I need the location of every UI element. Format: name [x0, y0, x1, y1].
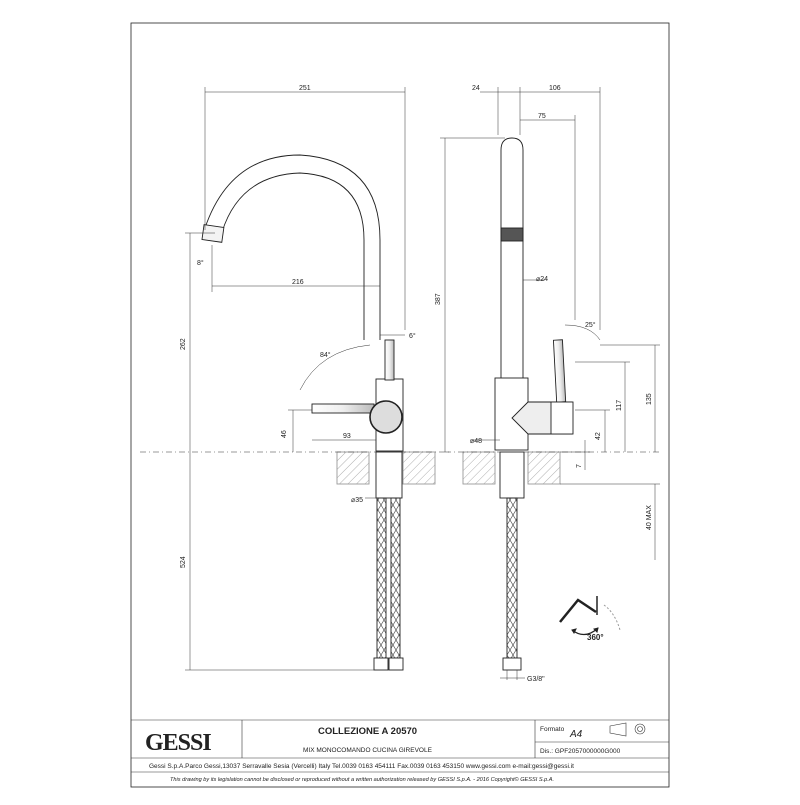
collection-title: COLLEZIONE A 20570	[318, 726, 417, 737]
front-view-dimension-lines	[440, 87, 660, 680]
front-lever-knob	[550, 401, 574, 435]
front-view-dimension-text: 24 106 75 387 ⌀24 25° ⌀48 135 117 42 7 4…	[435, 85, 653, 683]
dim-lever-height: 46	[281, 430, 288, 438]
front-shank	[499, 451, 525, 499]
side-cartridge	[369, 400, 403, 434]
dim-height-135: 135	[646, 393, 653, 405]
legal-notice: This drawing by its legislation cannot b…	[170, 776, 554, 783]
side-lever	[384, 339, 395, 381]
front-spout	[500, 137, 524, 378]
dim-spout-diameter: ⌀24	[536, 276, 548, 283]
front-deck-left	[462, 451, 496, 485]
dim-connection: G3/8"	[527, 676, 545, 683]
rotation-icon	[559, 596, 621, 636]
projection-symbol-icon	[609, 722, 646, 737]
dim-shank-diameter: ⌀35	[351, 497, 363, 504]
rotation-label: 360°	[587, 633, 604, 642]
dim-spout-reach: 216	[292, 279, 304, 286]
front-hose	[506, 497, 518, 659]
side-hose-nut-right	[388, 657, 404, 671]
company-address: Gessi S.p.A.Parco Gessi,13037 Serravalle…	[149, 763, 574, 770]
side-view-dimension-text: 251 216 8° 6° 84° 262 46 93 ⌀35 524	[180, 85, 416, 568]
page-border	[130, 22, 670, 788]
side-view	[201, 154, 436, 671]
dim-offset-left: 24	[472, 85, 480, 92]
dim-overall-reach: 251	[299, 85, 311, 92]
formato-label: Formato	[540, 726, 565, 733]
side-hose-nut-left	[373, 657, 389, 671]
side-hose-left	[376, 497, 387, 659]
dim-lever-angle: 25°	[585, 321, 596, 329]
side-hose-right	[390, 497, 401, 659]
side-deck-right	[402, 451, 436, 485]
dim-spout-angle: 8°	[197, 259, 204, 267]
dim-height-117: 117	[616, 400, 623, 411]
front-lever	[552, 339, 567, 403]
front-deck-right	[527, 451, 561, 485]
dim-lever-reach: 93	[343, 433, 351, 440]
product-description: MIX MONOCOMANDO CUCINA GIREVOLE	[303, 747, 433, 754]
side-lever-horizontal	[311, 403, 375, 414]
dim-total-height: 387	[435, 293, 442, 305]
dim-height-to-spout: 262	[180, 338, 187, 350]
side-shank	[375, 451, 403, 499]
formato-value: A4	[569, 729, 583, 740]
side-deck-left	[336, 451, 370, 485]
dim-width-75: 75	[538, 113, 546, 120]
dim-hose-length: 524	[180, 556, 187, 568]
dim-height-7: 7	[576, 464, 583, 468]
dim-width-right: 106	[549, 85, 561, 92]
dim-lever-swing: 84°	[320, 351, 331, 359]
drawing-number: Dis.: GPF2057000000G000	[540, 748, 621, 755]
dim-deck-max: 40 MAX	[646, 505, 653, 530]
dim-body-diameter: ⌀48	[470, 438, 482, 445]
dim-lever-tilt: 6°	[409, 332, 416, 340]
front-aerator	[500, 227, 524, 242]
side-spout	[204, 154, 381, 340]
side-aerator	[201, 224, 225, 243]
side-view-dimension-lines	[140, 87, 450, 671]
dim-height-42: 42	[595, 432, 602, 440]
gessi-logo: GESSI	[145, 730, 211, 756]
front-hose-nut	[502, 657, 522, 671]
title-block-frame	[131, 719, 669, 773]
front-view	[462, 137, 574, 671]
